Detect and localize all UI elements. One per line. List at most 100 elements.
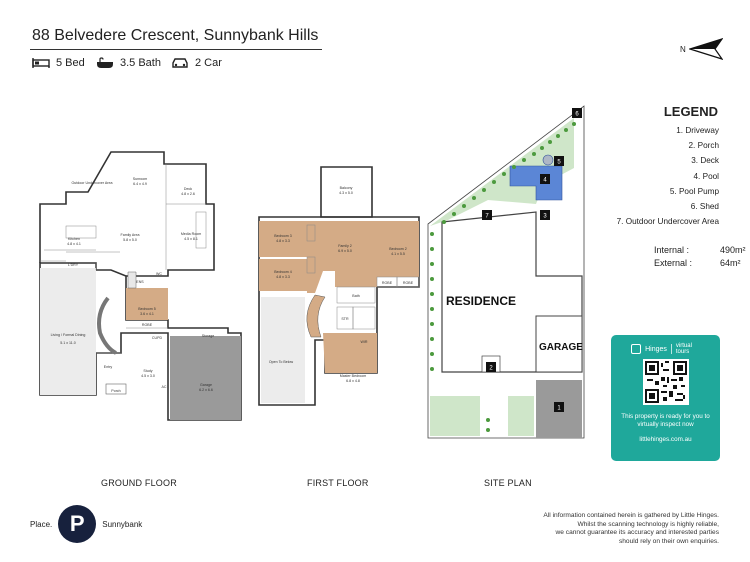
site-marker-7: 7 — [485, 214, 489, 220]
legend-item: 4. Pool — [693, 171, 720, 181]
bed-count: 5 Bed — [56, 57, 85, 69]
site-residence-label: RESIDENCE — [446, 294, 516, 308]
agency-office: Sunnybank — [102, 519, 143, 529]
room-bed2-label: Bedroom 2 — [389, 247, 407, 251]
room-deck-dim: 4.8 x 2.6 — [181, 192, 195, 196]
legend-item: 6. Shed — [690, 202, 719, 212]
site-plan: RESIDENCE GARAGE 1 2 3 4 5 6 7 — [427, 105, 585, 439]
room-robe-label-2: ROBE — [403, 281, 414, 285]
hinges-logo-icon — [631, 344, 642, 354]
room-wir-label: WIR — [361, 340, 368, 344]
room-master-label: Master Bedroom — [340, 374, 367, 378]
disclaimer: All information contained herein is gath… — [543, 512, 719, 546]
room-sunroom-dim: 6.4 x 4.9 — [133, 182, 147, 186]
internal-value: 490m² — [720, 245, 746, 255]
room-study-label: Study — [143, 369, 152, 373]
site-marker-1: 1 — [557, 406, 561, 412]
bath-count: 3.5 Bath — [120, 57, 161, 69]
room-living-label: Living / Formal Dining — [51, 333, 86, 337]
room-bed5-label: Bedroom 5 — [138, 307, 156, 311]
agency-brand: Place. P Sunnybank — [30, 505, 142, 543]
site-marker-2: 2 — [489, 366, 493, 372]
room-family-dim: 5.8 x 5.0 — [123, 238, 137, 242]
agency-logo-icon: P — [58, 505, 97, 543]
room-master-dim: 6.8 x 4.8 — [346, 379, 360, 383]
room-garage-label: Garage — [200, 383, 212, 387]
external-value: 64m² — [720, 258, 741, 268]
room-ac-label: AC — [162, 385, 167, 389]
external-label: External : — [654, 258, 693, 268]
first-floor-caption: FIRST FLOOR — [307, 478, 369, 488]
room-balcony-label: Balcony — [340, 186, 353, 190]
room-laundry-label: L'DRY — [68, 263, 79, 267]
legend-item: 1. Driveway — [676, 126, 719, 135]
room-family2-dim: 6.9 x 5.0 — [338, 249, 352, 253]
agency-name: Place. — [30, 519, 53, 529]
ground-floor-caption: GROUND FLOOR — [101, 478, 177, 488]
disclaimer-line: should rely on their own enquiries. — [618, 537, 719, 545]
room-garage-dim: 6.2 x 6.6 — [199, 388, 213, 392]
room-study-dim: 4.5 x 3.0 — [141, 374, 155, 378]
room-porch-label: Porch — [111, 389, 120, 393]
site-marker-4: 4 — [543, 178, 547, 184]
title-divider — [30, 49, 322, 50]
room-wc-label: WC — [156, 272, 162, 276]
site-marker-6: 6 — [575, 112, 579, 118]
internal-label: Internal : — [654, 245, 690, 255]
ground-floor-plan: Outdoor Undercover Area Sunroom 6.4 x 4.… — [39, 151, 242, 421]
first-floor-plan: Balcony 4.3 x 5.0 Bedroom 3 4.8 x 3.3 Fa… — [258, 166, 420, 406]
room-media-label: Media Room — [181, 232, 201, 236]
room-robe-label: ROBE — [142, 323, 153, 327]
virtual-tour-card[interactable]: Hinges virtual tours This property is re… — [611, 335, 720, 461]
room-entry-label: Entry — [104, 365, 113, 369]
site-marker-5: 5 — [557, 160, 561, 166]
site-garage-label: GARAGE — [539, 342, 583, 353]
car-count: 2 Car — [195, 57, 222, 69]
room-robe-label: ROBE — [382, 281, 393, 285]
room-bath-label: Bath — [352, 294, 359, 298]
room-kitchen-dim: 4.8 x 4.1 — [67, 242, 81, 246]
room-sunroom-label: Sunroom — [133, 177, 148, 181]
room-stair-label: STR — [341, 317, 349, 321]
site-marker-3: 3 — [543, 214, 547, 220]
room-deck-label: Deck — [184, 187, 192, 191]
room-outdoor-label: Outdoor Undercover Area — [72, 181, 113, 185]
room-bed2-dim: 4.1 x 5.5 — [391, 252, 405, 256]
property-address: 88 Belvedere Crescent, Sunnybank Hills — [32, 27, 319, 44]
qr-card-text: This property is ready for you to virtua… — [621, 413, 710, 428]
legend-item: 5. Pool Pump — [669, 186, 719, 196]
room-bed3-dim: 4.8 x 3.3 — [276, 239, 290, 243]
bath-icon — [97, 57, 113, 68]
room-media-dim: 4.5 x 8.1 — [184, 237, 198, 241]
room-family2-label: Family 2 — [338, 244, 352, 248]
room-open-label: Open To Below — [269, 360, 294, 364]
site-plan-caption: SITE PLAN — [484, 478, 532, 488]
room-kitchen-label: Kitchen — [68, 237, 80, 241]
disclaimer-line: All information contained herein is gath… — [543, 512, 719, 519]
qr-brand-left: Hinges — [645, 345, 667, 353]
compass: N — [680, 38, 723, 60]
room-bed4-label: Bedroom 4 — [274, 270, 292, 274]
room-bed5-dim: 3.6 x 4.1 — [140, 312, 154, 316]
legend-item: 3. Deck — [691, 156, 719, 166]
feature-bath: 3.5 Bath — [96, 57, 161, 69]
qr-brand-right: virtual tours — [675, 343, 692, 355]
disclaimer-line: Whilst the scanning technology is highly… — [577, 520, 719, 528]
legend-item: 2. Porch — [688, 141, 720, 151]
room-balcony-dim: 4.3 x 5.0 — [339, 191, 353, 195]
qr-card-url[interactable]: littlehinges.com.au — [639, 436, 692, 443]
feature-car: 2 Car — [171, 57, 222, 69]
legend-list: 1. Driveway 2. Porch 3. Deck 4. Pool 5. … — [617, 123, 719, 229]
feature-bed: 5 Bed — [32, 57, 85, 69]
room-bed4-dim: 4.8 x 3.3 — [276, 275, 290, 279]
qr-code[interactable] — [642, 359, 689, 405]
bed-icon — [32, 58, 50, 68]
compass-north-label: N — [680, 44, 686, 54]
disclaimer-line: we cannot guarantee its accuracy and int… — [555, 529, 719, 537]
north-arrow-icon — [688, 38, 723, 60]
floor-area: Internal : 490m² External : 64m² — [654, 244, 746, 270]
room-family-label: Family Area — [121, 233, 140, 237]
room-ensuite-label: ENS — [136, 280, 144, 284]
legend-item: 7. Outdoor Undercover Area — [616, 217, 719, 227]
room-bed3-label: Bedroom 3 — [274, 234, 292, 238]
